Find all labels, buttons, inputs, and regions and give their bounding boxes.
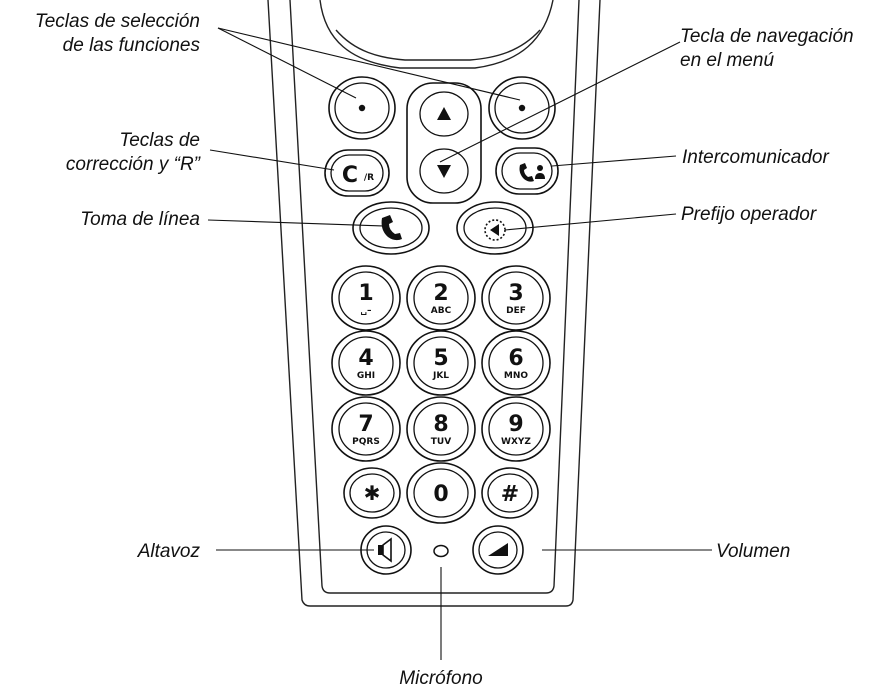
key-1-digit: 1 <box>358 281 373 306</box>
key-4[interactable]: 4 GHI <box>331 330 401 396</box>
label-microphone: Micrófono <box>399 668 482 689</box>
key-5-digit: 5 <box>433 346 448 371</box>
key-6-digit: 6 <box>508 346 523 371</box>
label-correction-line2: corrección y “R” <box>66 154 202 175</box>
label-line: Toma de línea <box>80 209 200 230</box>
key-hash-symbol: # <box>501 482 519 507</box>
left-soft-key[interactable] <box>328 76 396 140</box>
key-8-digit: 8 <box>433 412 448 437</box>
key-7-digit: 7 <box>358 412 373 437</box>
key-6-letters: MNO <box>504 371 528 381</box>
speaker-key[interactable] <box>360 525 412 575</box>
key-4-letters: GHI <box>357 371 375 381</box>
key-6[interactable]: 6 MNO <box>481 330 551 396</box>
talk-key[interactable] <box>352 201 430 255</box>
key-2[interactable]: 2 ABC <box>406 265 476 331</box>
label-nav-key-line2: en el menú <box>680 50 774 71</box>
leader-lines <box>207 27 712 660</box>
key-9-letters: WXYZ <box>501 437 531 447</box>
label-function-keys-line1: Teclas de selección <box>35 11 200 32</box>
volume-key[interactable] <box>472 525 524 575</box>
key-9-digit: 9 <box>508 412 523 437</box>
correction-r-key[interactable]: C /R <box>324 149 390 197</box>
key-3-letters: DEF <box>506 306 526 316</box>
navigation-key[interactable] <box>406 82 482 204</box>
triangle-down-icon <box>437 165 451 178</box>
key-5-letters: JKL <box>432 371 449 381</box>
key-7[interactable]: 7 PQRS <box>331 396 401 462</box>
key-2-digit: 2 <box>433 281 448 306</box>
nav-down-button[interactable] <box>419 148 469 194</box>
key-5[interactable]: 5 JKL <box>406 330 476 396</box>
label-speaker: Altavoz <box>137 541 201 562</box>
key-hash[interactable]: # <box>481 467 539 519</box>
handset-intercom-icon <box>519 163 545 182</box>
intercom-key[interactable] <box>495 147 559 195</box>
volume-wedge-icon <box>488 543 508 556</box>
right-soft-key[interactable] <box>488 76 556 140</box>
handset-body <box>267 0 601 607</box>
key-2-letters: ABC <box>431 306 452 316</box>
key-3[interactable]: 3 DEF <box>481 265 551 331</box>
speaker-icon <box>378 537 392 563</box>
key-1[interactable]: 1 ␣– <box>331 265 401 331</box>
correction-key-label: C <box>342 163 358 188</box>
correction-key-sublabel: /R <box>364 173 374 183</box>
label-volume: Volumen <box>716 541 790 562</box>
label-nav-key-line1: Tecla de navegación <box>680 26 854 47</box>
label-function-keys-line2: de las funciones <box>63 35 201 56</box>
key-8[interactable]: 8 TUV <box>406 396 476 462</box>
key-star-symbol: ✱ <box>364 481 381 505</box>
label-intercom: Intercomunicador <box>682 147 829 168</box>
nav-up-button[interactable] <box>419 91 469 137</box>
key-9[interactable]: 9 WXYZ <box>481 396 551 462</box>
key-4-digit: 4 <box>358 346 373 371</box>
triangle-up-icon <box>437 107 451 120</box>
key-3-digit: 3 <box>508 281 523 306</box>
number-keys: 1 ␣– 2 ABC 3 DEF 4 GHI 5 JKL <box>331 265 551 524</box>
label-operator-prefix: Prefijo operador <box>681 204 817 225</box>
key-8-letters: TUV <box>431 437 451 447</box>
key-7-letters: PQRS <box>352 437 380 447</box>
key-star[interactable]: ✱ <box>343 467 401 519</box>
key-1-letters: ␣– <box>361 306 372 316</box>
key-0[interactable]: 0 <box>406 462 476 524</box>
microphone <box>433 544 449 558</box>
handset-icon <box>381 215 402 241</box>
callout-labels: Teclas de selección de las funciones Tec… <box>35 11 854 689</box>
key-0-digit: 0 <box>433 482 448 507</box>
label-correction-line1: Teclas de <box>119 130 200 151</box>
